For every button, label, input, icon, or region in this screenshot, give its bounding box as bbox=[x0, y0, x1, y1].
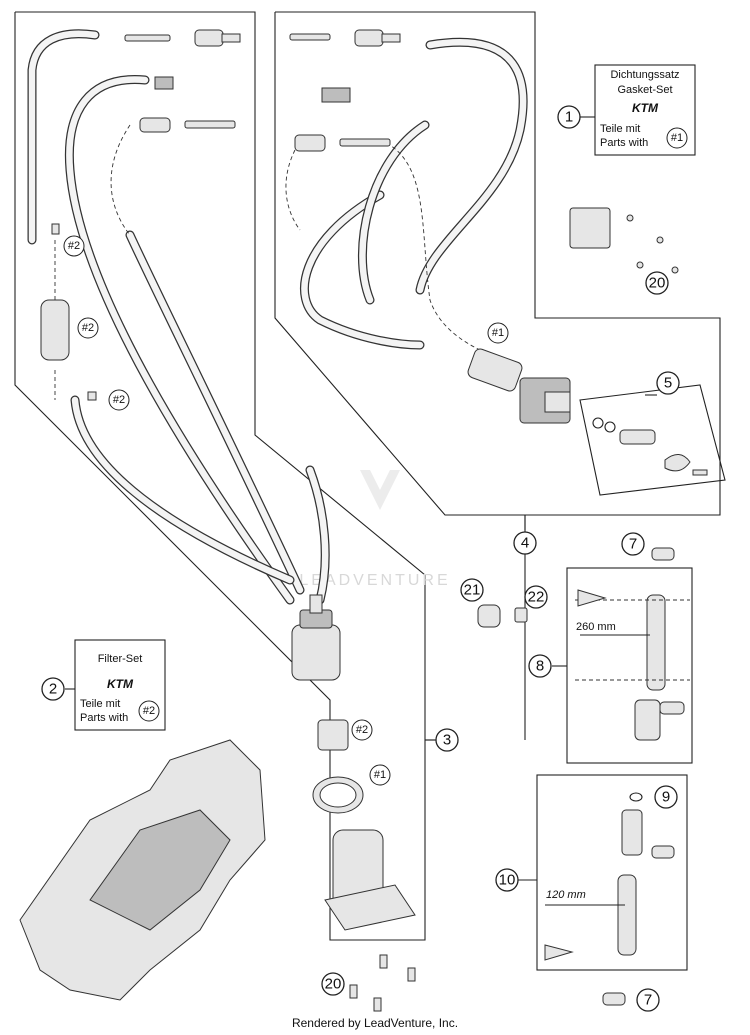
callout-21: 21 bbox=[460, 578, 484, 602]
svg-text:20: 20 bbox=[649, 275, 666, 292]
svg-text:1: 1 bbox=[565, 109, 573, 126]
svg-text:#2: #2 bbox=[82, 322, 94, 334]
filter-box-line1: Filter-Set bbox=[98, 653, 143, 665]
part-5-box bbox=[579, 384, 726, 496]
filter-box-brand: KTM bbox=[107, 677, 134, 691]
svg-text:#2: #2 bbox=[68, 240, 80, 252]
callout-7-bottom: 7 bbox=[636, 988, 660, 1012]
svg-text:10: 10 bbox=[499, 872, 516, 889]
fuel-pump-sender bbox=[467, 207, 679, 424]
gasket-box-brand: KTM bbox=[632, 101, 659, 115]
svg-text:20: 20 bbox=[325, 976, 342, 993]
gasket-box-line1: Dichtungssatz bbox=[610, 69, 679, 81]
callout-5: 5 bbox=[656, 371, 680, 395]
svg-text:#1: #1 bbox=[492, 327, 504, 339]
watermark: LEADVENTURE bbox=[299, 470, 450, 589]
svg-text:9: 9 bbox=[662, 789, 670, 806]
ref-2-b: #2 bbox=[77, 317, 99, 339]
callout-3: 3 bbox=[435, 728, 459, 752]
callout-20-bottom: 20 bbox=[321, 972, 345, 996]
screws-20-bottom bbox=[349, 954, 416, 1012]
left-hoses bbox=[27, 29, 330, 605]
svg-text:3: 3 bbox=[443, 732, 451, 749]
part-10-box: 120 mm bbox=[536, 774, 688, 1006]
filter-box-line4: Parts with bbox=[80, 712, 128, 724]
watermark-text: LEADVENTURE bbox=[299, 572, 450, 589]
gasket-set-box: Dichtungssatz Gasket-Set KTM Teile mit P… bbox=[594, 64, 696, 156]
ref-2-a: #2 bbox=[63, 235, 85, 257]
callout-20-top: 20 bbox=[645, 271, 669, 295]
callout-7-top: 7 bbox=[621, 532, 645, 556]
callout-1: 1 bbox=[557, 105, 581, 129]
filter-box-line3: Teile mit bbox=[80, 698, 120, 710]
gasket-box-line2: Gasket-Set bbox=[617, 84, 672, 96]
gasket-box-line3: Teile mit bbox=[600, 123, 640, 135]
callout-9: 9 bbox=[654, 785, 678, 809]
gasket-box-ref: #1 bbox=[671, 132, 683, 144]
leader-lines bbox=[65, 116, 657, 881]
callout-2: 2 bbox=[41, 677, 65, 701]
svg-text:5: 5 bbox=[664, 375, 672, 392]
small-parts-21-22 bbox=[477, 604, 528, 628]
svg-text:8: 8 bbox=[536, 658, 544, 675]
fuel-tank bbox=[19, 739, 266, 1001]
svg-text:21: 21 bbox=[464, 582, 481, 599]
right-hoses bbox=[285, 37, 528, 351]
svg-text:2: 2 bbox=[49, 681, 57, 698]
measure-120-label: 120 mm bbox=[546, 889, 586, 901]
svg-text:7: 7 bbox=[629, 536, 637, 553]
svg-text:#1: #1 bbox=[374, 769, 386, 781]
callout-22: 22 bbox=[524, 585, 548, 609]
svg-text:22: 22 bbox=[528, 589, 545, 606]
gasket-box-line4: Parts with bbox=[600, 137, 648, 149]
pump-assembly bbox=[291, 594, 416, 931]
part-8-box: 260 mm bbox=[566, 547, 693, 764]
group-outlines bbox=[14, 11, 721, 941]
filter-set-box: Filter-Set KTM Teile mit Parts with #2 bbox=[74, 639, 166, 731]
ref-1-a: #1 bbox=[487, 322, 509, 344]
left-fittings bbox=[40, 29, 241, 401]
ref-2-d: #2 bbox=[351, 719, 373, 741]
svg-text:4: 4 bbox=[521, 535, 529, 552]
right-fittings bbox=[289, 29, 401, 152]
callout-10: 10 bbox=[495, 868, 519, 892]
callout-8: 8 bbox=[528, 654, 552, 678]
callout-4: 4 bbox=[513, 531, 537, 555]
measure-260-label: 260 mm bbox=[576, 621, 616, 633]
footer-credit: Rendered by LeadVenture, Inc. bbox=[292, 1016, 458, 1030]
svg-text:#2: #2 bbox=[113, 394, 125, 406]
ref-1-b: #1 bbox=[369, 764, 391, 786]
svg-text:7: 7 bbox=[644, 992, 652, 1009]
filter-box-ref: #2 bbox=[143, 705, 155, 717]
ref-2-c: #2 bbox=[108, 389, 130, 411]
svg-text:#2: #2 bbox=[356, 724, 368, 736]
